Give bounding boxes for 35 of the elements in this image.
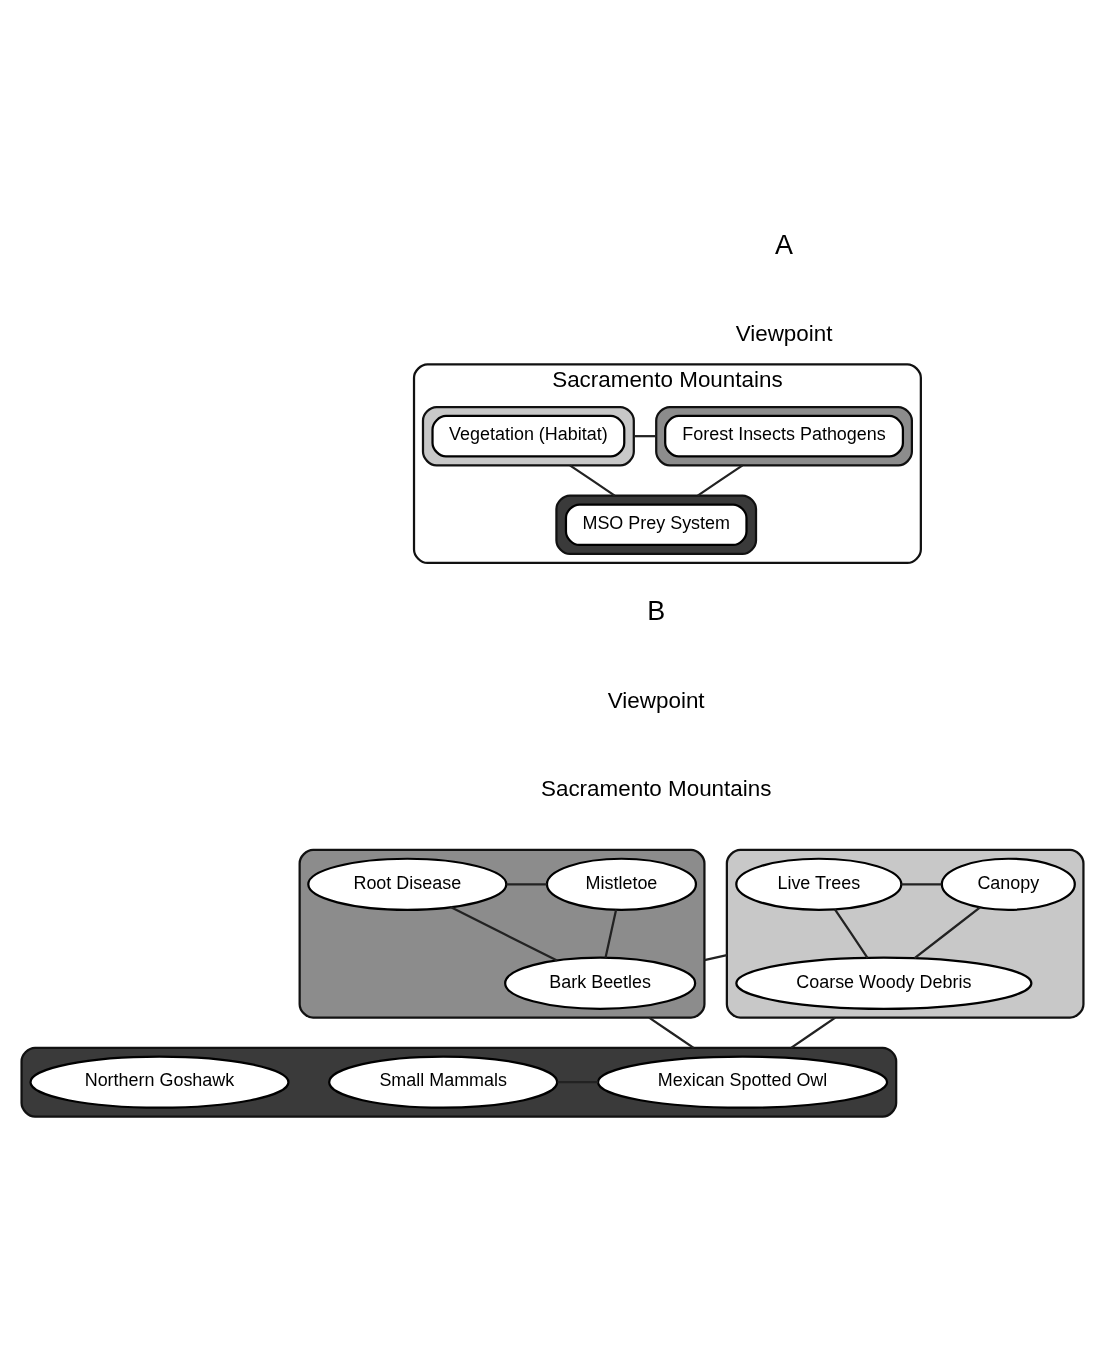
connector xyxy=(604,909,618,958)
node-ellipse: Live Trees xyxy=(735,857,903,911)
connector xyxy=(833,908,869,958)
node-ellipse: Canopy xyxy=(940,857,1076,911)
node-box: Vegetation (Habitat) xyxy=(431,414,626,457)
label: Viewpoint xyxy=(607,687,705,713)
label: Sacramento Mountains xyxy=(541,775,772,801)
node-box: Forest Insects Pathogens xyxy=(664,414,905,457)
connector xyxy=(913,905,981,959)
connector xyxy=(704,953,728,961)
cluster xyxy=(725,848,1085,1019)
connector xyxy=(569,463,616,497)
node-ellipse: Mistletoe xyxy=(545,857,698,911)
connector xyxy=(450,905,558,961)
label: Viewpoint xyxy=(735,320,833,346)
node-ellipse: Northern Goshawk xyxy=(29,1055,290,1109)
node-ellipse: Root Disease xyxy=(307,857,508,911)
node-ellipse: Mexican Spotted Owl xyxy=(596,1055,889,1109)
connector xyxy=(506,882,547,885)
cluster xyxy=(298,848,706,1019)
connector xyxy=(790,1016,836,1049)
label: B xyxy=(647,595,666,626)
connector xyxy=(901,882,942,885)
connector xyxy=(648,1016,695,1049)
node-box: MSO Prey System xyxy=(564,502,748,546)
cluster xyxy=(655,405,913,466)
connector xyxy=(633,434,657,437)
node-ellipse: Small Mammals xyxy=(328,1055,559,1109)
cluster xyxy=(421,405,635,466)
node-ellipse: Coarse Woody Debris xyxy=(735,956,1033,1010)
cluster xyxy=(555,494,758,555)
node-ellipse: Bark Beetles xyxy=(504,956,697,1010)
connector xyxy=(697,463,744,497)
label: A xyxy=(775,229,794,260)
cluster xyxy=(20,1046,898,1118)
